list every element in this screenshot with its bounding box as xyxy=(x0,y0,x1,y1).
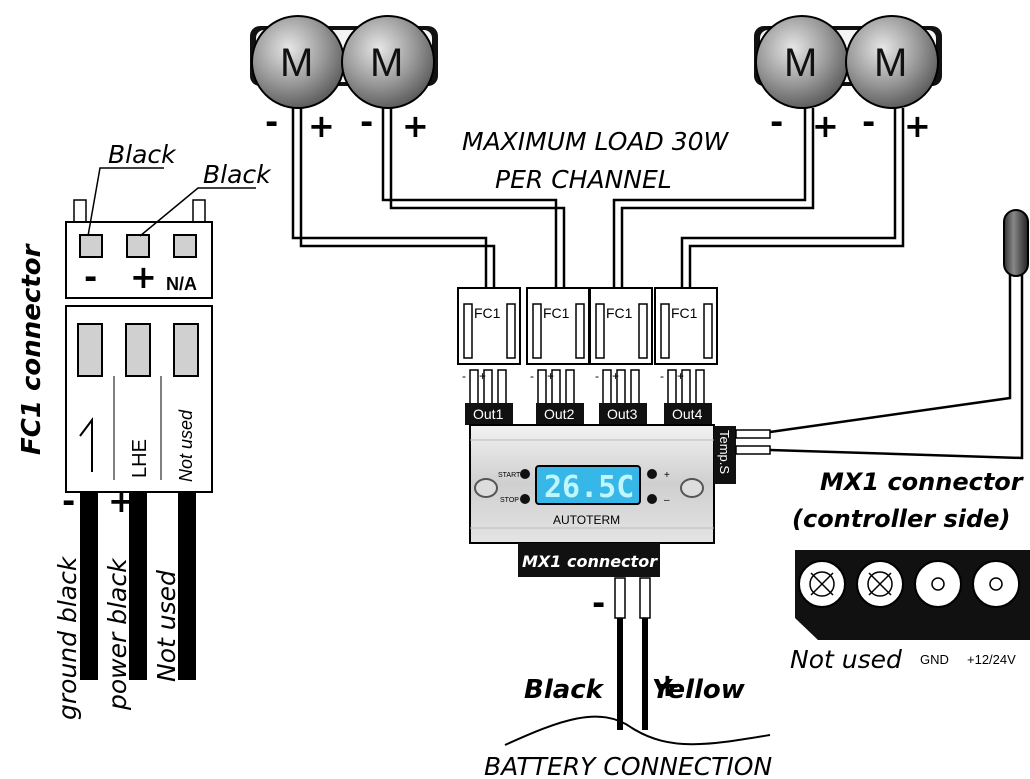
fc1-plug-2-label: FC1 xyxy=(543,305,570,321)
mx1-gnd-label: GND xyxy=(920,652,949,667)
motor-3-label: M xyxy=(784,41,817,85)
controller-mx1-label: MX1 connector xyxy=(522,552,658,571)
mx1-title-line1: MX1 connector xyxy=(820,468,1025,496)
stop-label: STOP xyxy=(500,497,519,504)
battery-yellow-label: Yellow xyxy=(652,675,746,705)
minus-button[interactable] xyxy=(647,494,657,504)
battery-minus-sign: - xyxy=(592,584,605,622)
fc1-lead-minus: - xyxy=(62,482,75,520)
plus-label: + xyxy=(664,470,670,481)
motor-2 xyxy=(341,15,435,109)
fc1-pin1-marker xyxy=(79,417,93,472)
battery-black-label: Black xyxy=(524,675,605,705)
battery-cable xyxy=(614,577,651,730)
svg-text:-: - xyxy=(462,369,466,383)
temp-sensor-label: Temp.S xyxy=(717,430,732,474)
motor-4 xyxy=(845,15,939,109)
fc1-plug-3-label: FC1 xyxy=(606,305,633,321)
mount-hole-left xyxy=(474,478,498,498)
wire-power-black-label: power black xyxy=(103,557,132,711)
fc1-pin-minus: - xyxy=(84,258,97,296)
motor-1-minus: - xyxy=(265,103,278,141)
display-value: 26.5C xyxy=(544,470,634,505)
svg-text:-: - xyxy=(660,369,664,383)
wire-not-used-label: Not used xyxy=(152,570,181,682)
start-label: START xyxy=(498,472,521,479)
start-button[interactable] xyxy=(520,469,530,479)
out4-label: Out4 xyxy=(672,406,703,422)
mount-hole-right xyxy=(680,478,704,498)
brand-label: AUTOTERM xyxy=(553,513,620,527)
temperature-display xyxy=(535,465,641,505)
out3-label: Out3 xyxy=(607,406,638,422)
motor-4-minus: - xyxy=(862,103,875,141)
mx1-connector-detail xyxy=(795,550,1030,640)
motor-2-label: M xyxy=(370,41,403,85)
temp-sensor-cable xyxy=(769,270,1024,460)
motor-cables xyxy=(291,108,905,288)
fc1-callout-black-1: Black xyxy=(108,140,177,169)
fc1-callout-black-2: Black xyxy=(203,160,272,189)
output-labels: Out1 Out2 Out3 Out4 xyxy=(465,403,712,425)
wire-ground-black-label: ground black xyxy=(53,555,82,720)
max-load-text: MAXIMUM LOAD 30W xyxy=(462,127,730,156)
mx1-supply-label: +12/24V xyxy=(967,652,1016,667)
fc1-connector-title: FC1 connector xyxy=(17,242,47,455)
motor-4-label: M xyxy=(874,41,907,85)
svg-text:+: + xyxy=(612,369,619,383)
motor-pair-left: M M xyxy=(250,15,438,109)
fc1-pin-plus: + xyxy=(130,258,157,296)
battery-connection-label: BATTERY CONNECTION xyxy=(484,752,772,779)
svg-text:-: - xyxy=(595,369,599,383)
minus-label: – xyxy=(664,495,670,506)
mx1-pin-gnd xyxy=(914,560,962,608)
svg-text:-: - xyxy=(530,369,534,383)
output-pins xyxy=(469,369,705,405)
temp-sensor-probe xyxy=(1003,209,1029,277)
plus-button[interactable] xyxy=(647,469,657,479)
controller-unit: 26.5C START STOP + – AUTOTERM xyxy=(469,424,715,544)
stop-button[interactable] xyxy=(520,494,530,504)
fc1-plug-4-label: FC1 xyxy=(671,305,698,321)
svg-text:+: + xyxy=(677,369,684,383)
motor-2-minus: - xyxy=(360,103,373,141)
mx1-title-line2: (controller side) xyxy=(792,505,1010,533)
fc1-pin-na: N/A xyxy=(166,274,197,294)
out1-label: Out1 xyxy=(473,406,504,422)
temp-sensor-port: Temp.S xyxy=(714,426,771,484)
fc1-plugs: FC1 FC1 FC1 FC1 xyxy=(457,287,718,365)
fc1-marking-not-used: Not used xyxy=(176,409,196,482)
fc1-marking-lhe: LHE xyxy=(129,439,151,478)
fc1-plug-1-label: FC1 xyxy=(474,305,501,321)
motor-3-minus: - xyxy=(770,103,783,141)
motor-1-label: M xyxy=(280,41,313,85)
mx1-not-used-label: Not used xyxy=(790,645,902,674)
motor-1-plus: + xyxy=(308,107,335,145)
motor-2-plus: + xyxy=(402,107,429,145)
fc1-connector-detail: - + N/A LHE Not used xyxy=(65,199,213,680)
svg-text:+: + xyxy=(479,369,486,383)
battery-cut-line xyxy=(504,715,771,746)
svg-text:+: + xyxy=(547,369,554,383)
output-pin-signs: - + - + - + - + xyxy=(462,369,684,383)
motor-pair-right: M M xyxy=(754,15,942,109)
fc1-callouts xyxy=(87,167,256,237)
per-channel-text: PER CHANNEL xyxy=(495,165,672,194)
motor-3-plus: + xyxy=(812,107,839,145)
out2-label: Out2 xyxy=(544,406,575,422)
mx1-pin-supply xyxy=(972,560,1020,608)
motor-4-plus: + xyxy=(904,107,931,145)
battery-plus-sign: + xyxy=(654,666,681,704)
fc1-lead-plus: + xyxy=(108,482,135,520)
